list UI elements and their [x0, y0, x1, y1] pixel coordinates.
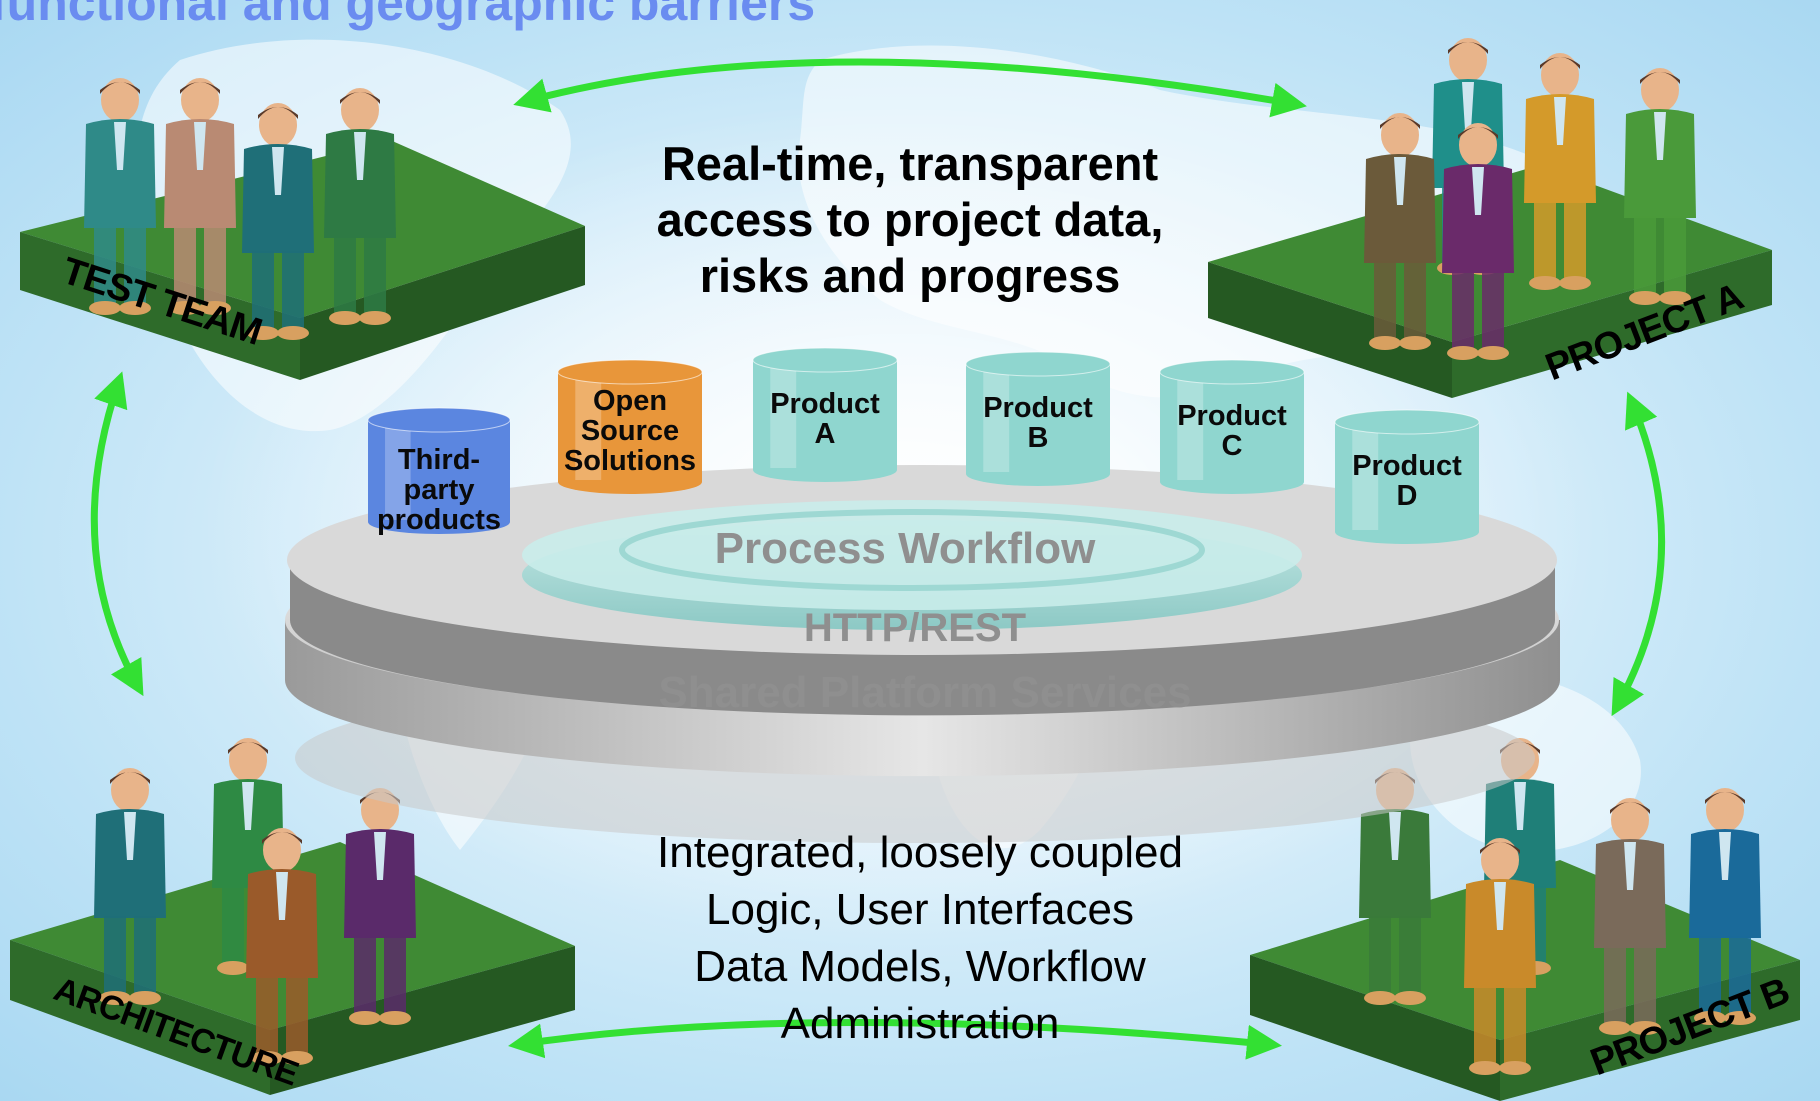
person-figure	[164, 78, 236, 315]
center-message-line: risks and progress	[699, 249, 1121, 302]
cylinder-label-line: Solutions	[563, 445, 697, 477]
person-figure	[1364, 113, 1436, 350]
collaboration-arrows	[90, 58, 1666, 1060]
cylinder-2	[752, 347, 898, 482]
person-figure	[1524, 53, 1596, 290]
arrow-right	[1611, 391, 1666, 717]
arrow-top	[513, 58, 1307, 118]
person-figure	[246, 828, 318, 1065]
person-figure	[1594, 798, 1666, 1035]
cylinder-label-line: A	[814, 418, 836, 450]
person-figure	[242, 103, 314, 340]
feature-line: Integrated, loosely coupled	[657, 828, 1183, 877]
person-figure	[1624, 68, 1696, 305]
feature-line: Data Models, Workflow	[694, 942, 1146, 991]
person-figure	[84, 78, 156, 315]
person-figure	[94, 768, 166, 1005]
cylinder-3	[965, 351, 1111, 486]
cylinder-label-line: Source	[580, 415, 680, 447]
person-figure	[1689, 788, 1761, 1025]
center-message: Real-time, transparent access to project…	[560, 136, 1260, 304]
http-rest-label: HTTP/REST	[803, 606, 1027, 650]
center-message-line: Real-time, transparent	[661, 137, 1159, 190]
cylinder-label-line: Product	[983, 392, 1093, 424]
cylinder-label-line: Third-party	[397, 444, 481, 506]
feature-line: Logic, User Interfaces	[706, 885, 1134, 934]
feature-line: Administration	[780, 999, 1060, 1048]
process-workflow-label: Process Workflow	[714, 524, 1096, 573]
team-people	[84, 38, 1761, 1075]
cylinder-0	[367, 407, 511, 534]
cylinder-label-line: C	[1221, 430, 1243, 462]
arrow-bottom	[508, 1019, 1282, 1060]
center-message-line: access to project data,	[656, 193, 1164, 246]
page-headline: functional and geographic barriers	[0, 0, 816, 31]
cylinder-label-line: Product	[770, 388, 880, 420]
cylinder-label-line: Open	[592, 385, 668, 417]
person-figure	[1442, 123, 1514, 360]
shared-platform-disc	[285, 465, 1560, 843]
cylinder-5	[1334, 409, 1480, 544]
component-cylinders	[367, 347, 1480, 544]
arrow-left	[90, 371, 144, 697]
cylinder-1	[557, 359, 703, 494]
person-figure	[1464, 838, 1536, 1075]
cylinder-4	[1159, 359, 1305, 494]
shared-platform-services-label: Shared Platform Services	[658, 668, 1192, 717]
person-figure	[324, 88, 396, 325]
cylinder-label-line: products	[376, 504, 502, 536]
cylinder-label-line: Product	[1352, 450, 1462, 482]
cylinder-label-line: Product	[1177, 400, 1287, 432]
cylinder-label-line: D	[1396, 480, 1418, 512]
feature-list: Integrated, loosely coupled Logic, User …	[560, 824, 1280, 1052]
cylinder-label-line: B	[1027, 422, 1049, 454]
person-figure	[344, 788, 416, 1025]
